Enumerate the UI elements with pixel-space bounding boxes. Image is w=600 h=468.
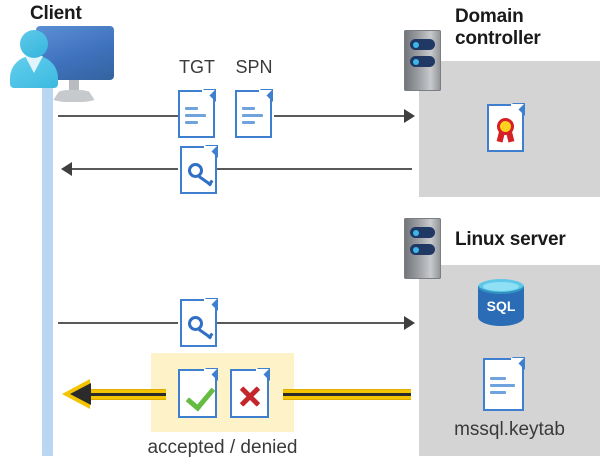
linux-server-title: Linux server <box>455 229 566 250</box>
spn-label: SPN <box>235 57 273 77</box>
ticket-document-icon <box>178 89 216 138</box>
accepted-document-icon <box>178 368 218 418</box>
keytab-document-icon <box>483 357 525 411</box>
auth-request-arrowhead <box>404 316 415 330</box>
result-highlight-band <box>151 353 294 432</box>
request-arrowhead <box>404 109 415 123</box>
request-wire-left <box>58 115 178 117</box>
request-wire-right <box>274 115 412 117</box>
key-document-icon <box>180 145 218 194</box>
client-lifeline <box>42 84 53 456</box>
result-arrow-left <box>88 389 166 400</box>
ticket-arrowhead <box>61 162 72 176</box>
denied-document-icon <box>230 368 270 418</box>
domain-controller-title: Domain controller <box>455 6 595 50</box>
client-title: Client <box>30 3 82 24</box>
auth-request-wire-right <box>217 322 412 324</box>
certificate-document-icon <box>487 103 525 152</box>
keytab-label: mssql.keytab <box>454 419 565 440</box>
server-rack-icon-linux <box>404 218 441 279</box>
domain-controller-title-line2: controller <box>455 28 541 49</box>
ticket-wire-right <box>217 168 412 170</box>
sql-database-icon: SQL <box>478 279 524 333</box>
sql-label: SQL <box>486 298 516 314</box>
result-arrow-right <box>283 389 411 400</box>
server-rack-icon-dc <box>404 30 441 91</box>
tgt-label: TGT <box>179 57 215 77</box>
result-label: accepted / denied <box>147 437 298 458</box>
ticket-document-icon-spn <box>235 89 273 138</box>
domain-controller-title-line1: Domain <box>455 6 524 27</box>
ticket-wire-left <box>72 168 178 170</box>
key-document-icon-auth <box>180 298 218 347</box>
auth-request-wire-left <box>58 322 178 324</box>
result-arrowhead <box>70 383 91 405</box>
user-computer-icon <box>8 26 120 102</box>
